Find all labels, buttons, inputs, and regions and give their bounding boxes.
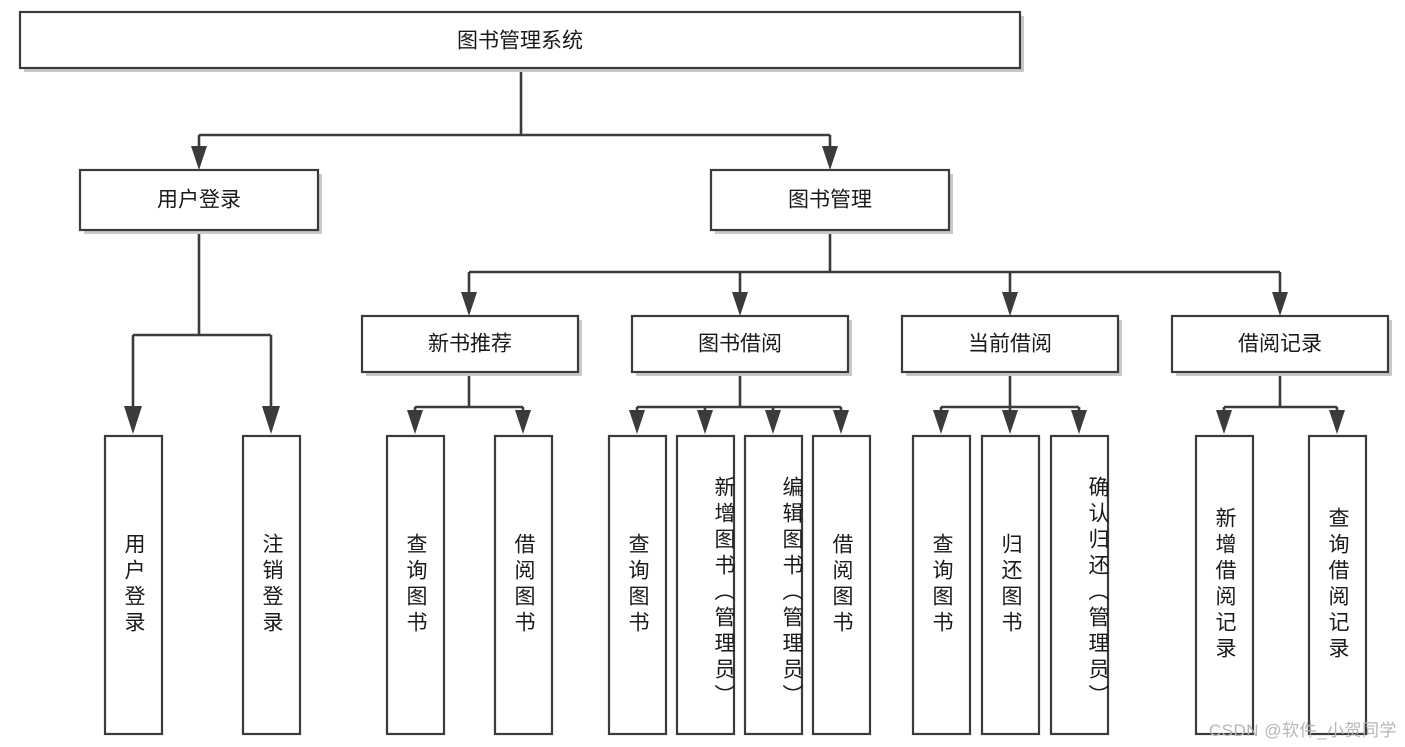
node-borrow-record[interactable]: 借阅记录	[1170, 314, 1392, 376]
arrow-bb-leaf-3-icon	[765, 410, 781, 434]
node-book-borrow-box[interactable]	[630, 314, 850, 374]
arrow-bb-leaf-2-icon	[697, 410, 713, 434]
node-user-login[interactable]: 用户登录	[78, 168, 322, 234]
arrow-bm-to-current-borrow-icon	[1002, 292, 1018, 316]
arrow-br-leaf-2-icon	[1329, 410, 1345, 434]
leaf-edit-book-box[interactable]	[743, 434, 804, 736]
leaf-confirm-return-box[interactable]	[1049, 434, 1110, 736]
node-current-borrow[interactable]: 当前借阅	[900, 314, 1122, 376]
node-root[interactable]: 图书管理系统	[18, 10, 1024, 72]
node-root-box[interactable]	[18, 10, 1022, 70]
leaf-boxes-layer	[103, 434, 1368, 736]
arrow-br-leaf-1-icon	[1216, 410, 1232, 434]
arrow-cb-leaf-2-icon	[1002, 410, 1018, 434]
node-book-borrow[interactable]: 图书借阅	[630, 314, 852, 376]
arrow-bm-to-book-borrow-icon	[732, 292, 748, 316]
arrow-user-login-leaf-1-icon	[124, 406, 142, 434]
nodes-layer: 图书管理系统 用户登录 图书管理 新书推荐	[18, 10, 1392, 736]
leaf-return-book-box[interactable]	[980, 434, 1041, 736]
leaf-query-book-3-box[interactable]	[911, 434, 972, 736]
node-borrow-record-box[interactable]	[1170, 314, 1390, 374]
arrow-bm-to-new-book-recommend-icon	[461, 292, 477, 316]
csdn-watermark: CSDN @软件_小贺同学	[1208, 721, 1397, 740]
node-new-book-recommend-box[interactable]	[360, 314, 580, 374]
leaf-user-login-box[interactable]	[103, 434, 164, 736]
arrow-bb-leaf-1-icon	[629, 410, 645, 434]
arrow-cb-leaf-3-icon	[1071, 410, 1087, 434]
arrow-nbr-leaf-2-icon	[515, 410, 531, 434]
node-root-label: 图书管理系统	[457, 30, 583, 53]
edges-layer	[124, 68, 1345, 434]
leaf-query-book-1-box[interactable]	[385, 434, 446, 736]
node-borrow-record-label: 借阅记录	[1238, 333, 1322, 356]
node-new-book-recommend-label: 新书推荐	[428, 333, 512, 356]
leaf-query-record-box[interactable]	[1307, 434, 1368, 736]
node-user-login-label: 用户登录	[157, 189, 241, 212]
node-book-management[interactable]: 图书管理	[709, 168, 953, 234]
leaf-logout-login-box[interactable]	[241, 434, 302, 736]
node-user-login-box[interactable]	[78, 168, 320, 232]
node-book-management-label: 图书管理	[788, 189, 872, 212]
node-book-borrow-label: 图书借阅	[698, 333, 782, 356]
node-book-management-box[interactable]	[709, 168, 951, 232]
leaf-borrow-book-2-box[interactable]	[811, 434, 872, 736]
leaf-query-book-2-box[interactable]	[607, 434, 668, 736]
leaf-add-book-box[interactable]	[675, 434, 736, 736]
arrow-bb-leaf-4-icon	[833, 410, 849, 434]
node-current-borrow-label: 当前借阅	[968, 333, 1052, 356]
leaf-add-record-box[interactable]	[1194, 434, 1255, 736]
arrow-root-to-user-login-icon	[191, 146, 207, 170]
arrow-cb-leaf-1-icon	[933, 410, 949, 434]
node-new-book-recommend[interactable]: 新书推荐	[360, 314, 582, 376]
node-current-borrow-box[interactable]	[900, 314, 1120, 374]
arrow-nbr-leaf-1-icon	[407, 410, 423, 434]
arrow-user-login-leaf-2-icon	[262, 406, 280, 434]
arrow-bm-to-borrow-record-icon	[1272, 292, 1288, 316]
leaf-borrow-book-1-box[interactable]	[493, 434, 554, 736]
arrow-root-to-book-management-icon	[822, 146, 838, 170]
